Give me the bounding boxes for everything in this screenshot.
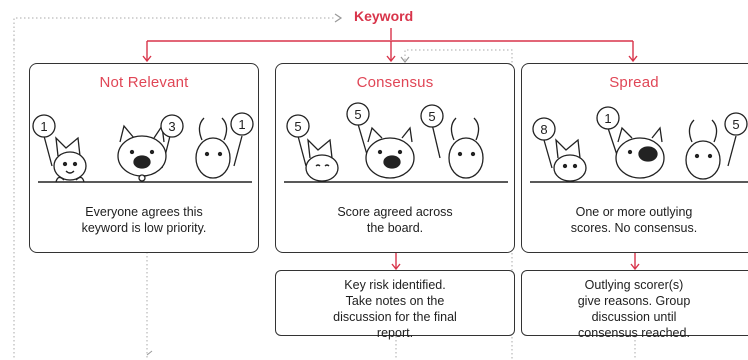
spread-to-note-arrow (630, 263, 640, 271)
card-description: Everyone agrees this keyword is low prio… (81, 205, 207, 235)
animal-group-illustration: 5 5 5 (284, 102, 508, 183)
card-spread: Spread 8 1 5 One or more outlying (521, 63, 748, 253)
card-title: Consensus (356, 74, 434, 91)
fox-icon (532, 117, 587, 182)
card-description: Score agreed across the board. (337, 205, 453, 235)
fox-icon (32, 114, 87, 183)
keyword-label: Keyword (354, 8, 414, 24)
fox-icon (286, 114, 339, 182)
dog-icon (117, 114, 184, 182)
branch-left-arrow (142, 55, 152, 63)
card-not-relevant: Not Relevant 1 3 (29, 63, 259, 253)
branch-mid-arrow (386, 55, 396, 63)
card-title: Spread (609, 74, 659, 91)
spread-note: Outlying scorer(s) give reasons. Group d… (521, 270, 748, 340)
score-sign-text: 5 (732, 117, 739, 132)
score-sign-text: 1 (604, 111, 611, 126)
animal-group-illustration: 8 1 5 (530, 106, 748, 183)
goat-icon (685, 112, 748, 180)
score-sign-text: 1 (238, 117, 245, 132)
dog-icon (596, 106, 665, 179)
card-title: Not Relevant (99, 74, 189, 91)
consensus-to-note-arrow (391, 263, 401, 271)
branch-right-arrow (628, 55, 638, 63)
score-sign-text: 3 (168, 119, 175, 134)
dotted-loop-arrow (334, 13, 343, 23)
goat-icon (420, 104, 484, 179)
animal-group-illustration: 1 3 1 (32, 112, 254, 183)
dotted-inner-arrow (400, 56, 410, 63)
goat-icon (195, 112, 254, 179)
score-sign-text: 8 (540, 122, 547, 137)
score-sign-text: 5 (428, 109, 435, 124)
consensus-note: Key risk identified. Take notes on the d… (275, 270, 515, 340)
card-description: One or more outlying scores. No consensu… (570, 205, 698, 235)
dotted-bottom-left-arrow (146, 350, 153, 356)
card-consensus: Consensus 5 5 5 Score agreed acro (275, 63, 515, 253)
dog-icon (346, 102, 415, 179)
score-sign-text: 1 (40, 119, 47, 134)
dotted-loop-top (13, 17, 335, 40)
score-sign-text: 5 (294, 119, 301, 134)
score-sign-text: 5 (354, 107, 361, 122)
